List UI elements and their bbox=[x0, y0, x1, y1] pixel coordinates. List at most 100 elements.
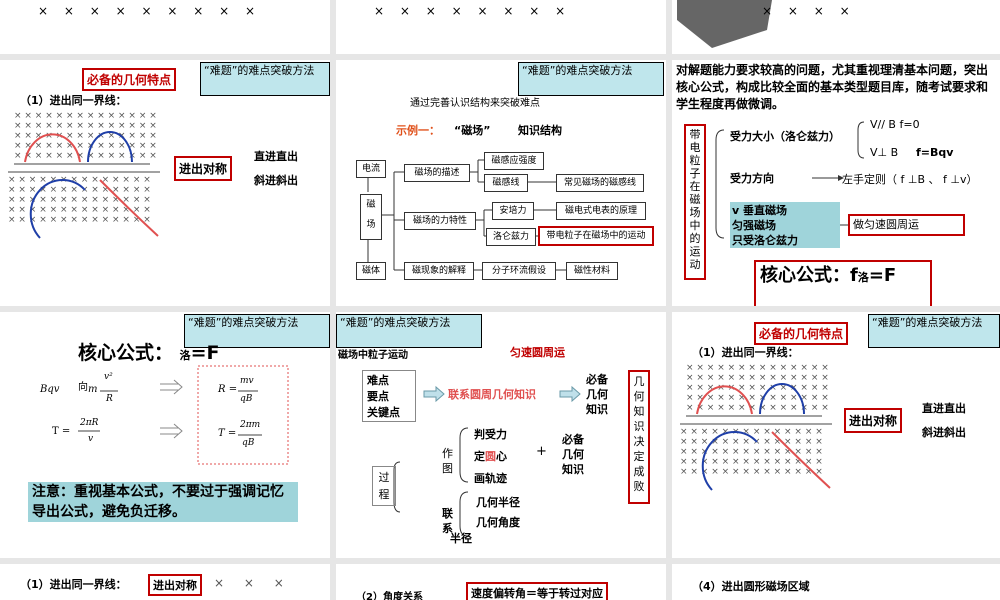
geometry-badge: 必备的几何特点 bbox=[754, 322, 849, 345]
node-ampere: 安培力 bbox=[492, 202, 534, 220]
draw-label: 作 图 bbox=[442, 447, 453, 475]
symmetric-label: 进出对称 bbox=[844, 408, 903, 433]
trajectory-diagram: × × × × × × × × × × × × × × × × × × × × … bbox=[680, 363, 832, 491]
oblique-label: 斜进斜出 bbox=[254, 174, 298, 187]
svg-text:× × × × × × × × × × × × × ×: × × × × × × × × × × × × × × bbox=[14, 151, 157, 161]
method-header: “难题”的难点突破方法 bbox=[518, 62, 664, 96]
svg-text:× × × × × × × × × × × × × ×: × × × × × × × × × × × × × × bbox=[686, 403, 829, 413]
connect-label: 联 系 bbox=[442, 507, 453, 535]
partial-title: 磁场中粒子运动 bbox=[338, 350, 408, 361]
vertical-label: 带电粒子在磁场中的运动 bbox=[684, 124, 706, 280]
symmetric-label: 进出对称 bbox=[148, 574, 202, 596]
svg-text:× × × × × × × × × × × × × ×: × × × × × × × × × × × × × × bbox=[8, 205, 151, 215]
core-formula-title: 核心公式： 洛=F bbox=[78, 342, 220, 364]
eq-m: m bbox=[88, 384, 98, 395]
svg-text:× × × × × × × × × × × × × ×: × × × × × × × × × × × × × × bbox=[14, 141, 157, 151]
perp-formula: f=Bqv bbox=[916, 146, 954, 159]
node-magnet: 磁体 bbox=[356, 262, 386, 280]
svg-text:× × × × × × × × × × × × × ×: × × × × × × × × × × × × × × bbox=[686, 383, 829, 393]
t-lhs: T = bbox=[52, 426, 71, 437]
node-molecular: 分子环流假设 bbox=[482, 262, 556, 280]
t2-num: 2πm bbox=[240, 420, 261, 430]
slide-core-formula[interactable]: “难题”的难点突破方法 核心公式： 洛=F Bqv 向 m v² R T = 2… bbox=[0, 312, 330, 558]
svg-text:× × × × × × × × × × × × × ×: × × × × × × × × × × × × × × bbox=[14, 111, 157, 121]
svg-text:× × × × × × × × × × × × × ×: × × × × × × × × × × × × × × bbox=[14, 121, 157, 131]
slide-charged-particle[interactable]: 对解题能力要求较高的问题，尤其重视理清基本问题，突出核心公式，构成比较全面的基本… bbox=[672, 60, 1000, 306]
node-motion: 带电粒子在磁场中的运动 bbox=[538, 226, 654, 246]
oblique-label: 斜进斜出 bbox=[922, 426, 966, 439]
slide-title: （1）进出同一界线： bbox=[20, 94, 127, 107]
angle-badge: 速度偏转角＝等于转过对应 bbox=[466, 582, 608, 600]
must-geometry: 必备 几何 知识 bbox=[586, 373, 608, 416]
parallel-case: V// B f=0 bbox=[870, 118, 920, 131]
slide-circle-geometry[interactable]: “难题”的难点突破方法 磁场中粒子运动 匀速圆周运 难点 要点 关键点 联系圆周… bbox=[336, 312, 666, 558]
trajectory-diagram: × × × × × × × × × × × × × × × × × × × × … bbox=[8, 111, 160, 239]
slide-thumb-3[interactable]: × × × × bbox=[672, 0, 1000, 54]
svg-text:× × × × × × × × × × × × × ×: × × × × × × × × × × × × × × bbox=[8, 175, 151, 185]
svg-text:× × × × × × × × × × × × × ×: × × × × × × × × × × × × × × bbox=[680, 447, 823, 457]
geometry-badge: 必备的几何特点 bbox=[82, 68, 177, 91]
symmetric-label: 进出对称 bbox=[174, 156, 233, 181]
slide-thumb-9[interactable]: （2）角度关系 速度偏转角＝等于转过对应 bbox=[336, 564, 666, 600]
gray-shape bbox=[677, 0, 772, 48]
eq-v2: v² bbox=[104, 372, 113, 382]
node-force: 磁场的力特性 bbox=[404, 212, 476, 230]
slide-geometry-features-2[interactable]: 必备的几何特点 “难题”的难点突破方法 （1）进出同一界线： × × × × ×… bbox=[672, 312, 1000, 558]
uniform-title: 匀速圆周运 bbox=[510, 346, 565, 359]
bqv-label: Bqv bbox=[40, 384, 60, 395]
r-den: qB bbox=[240, 394, 253, 404]
svg-text:× × × × × × × × × × × × × ×: × × × × × × × × × × × × × × bbox=[686, 363, 829, 373]
eq-to: 向 bbox=[78, 382, 88, 393]
svg-text:× × × × × × × × × × × × × ×: × × × × × × × × × × × × × × bbox=[8, 195, 151, 205]
slide-thumb-2[interactable]: × × × × × × × × bbox=[336, 0, 666, 54]
t-num: 2πR bbox=[80, 418, 99, 428]
topic-label: “磁场” bbox=[454, 124, 491, 137]
slide-title: （1）进出同一界线： bbox=[20, 578, 127, 591]
node-phenomenon: 磁现象的解释 bbox=[404, 262, 474, 280]
cross-marks: × × × bbox=[214, 576, 292, 590]
node-induction: 磁感应强度 bbox=[484, 152, 544, 170]
slide-thumb-1[interactable]: × × × × × × × × × bbox=[0, 0, 330, 54]
force-step: 判受力 bbox=[474, 428, 507, 441]
svg-text:× × × × × × × × × × × × × ×: × × × × × × × × × × × × × × bbox=[680, 437, 823, 447]
node-current: 电流 bbox=[356, 160, 386, 178]
straight-label: 直进直出 bbox=[254, 150, 298, 163]
example-label: 示例一： bbox=[396, 124, 440, 137]
r-num: mv bbox=[240, 376, 254, 386]
method-header: “难题”的难点突破方法 bbox=[184, 314, 330, 348]
left-hand-rule: 左手定则（ f ⊥B 、 f ⊥v） bbox=[842, 173, 978, 186]
half-step: 半径 bbox=[450, 532, 472, 545]
r-lhs: R = bbox=[218, 384, 238, 395]
slide-knowledge-structure[interactable]: “难题”的难点突破方法 通过完善认识结构来突破难点 示例一： “磁场” 知识结构 bbox=[336, 60, 666, 306]
node-material: 磁性材料 bbox=[566, 262, 618, 280]
node-describe: 磁场的描述 bbox=[404, 164, 470, 182]
svg-text:× × × × × × × × × × × × × ×: × × × × × × × × × × × × × × bbox=[14, 131, 157, 141]
plus-sign: + bbox=[536, 444, 547, 459]
slide-title: （4）进出圆形磁场区域 bbox=[692, 580, 810, 593]
cross-marks: × × × × bbox=[762, 4, 856, 18]
svg-text:× × × × × × × × × × × × × ×: × × × × × × × × × × × × × × bbox=[686, 393, 829, 403]
track-step: 画轨迹 bbox=[474, 472, 507, 485]
node-meter: 磁电式电表的原理 bbox=[556, 202, 646, 220]
eq-r: R bbox=[106, 394, 113, 404]
method-header: “难题”的难点突破方法 bbox=[336, 314, 482, 348]
svg-text:× × × × × × × × × × × × × ×: × × × × × × × × × × × × × × bbox=[686, 373, 829, 383]
vertical-success: 几何知识决定成败 bbox=[628, 370, 650, 504]
node-common-lines: 常见磁场的磁感线 bbox=[556, 174, 644, 192]
note-box: 注意：重视基本公式，不要过于强调记忆导出公式，避免负迁移。 bbox=[28, 482, 298, 522]
condition-box: v 垂直磁场 匀强磁场 只受洛仑兹力 bbox=[730, 202, 840, 248]
formula-graphics bbox=[78, 365, 289, 465]
slide-geometry-features[interactable]: 必备的几何特点 “难题”的难点突破方法 （1）进出同一界线： × × × × ×… bbox=[0, 60, 330, 306]
svg-text:× × × × × × × × × × × × × ×: × × × × × × × × × × × × × × bbox=[680, 467, 823, 477]
angle-step: 几何角度 bbox=[476, 516, 520, 529]
svg-text:× × × × × × × × × × × × × ×: × × × × × × × × × × × × × × bbox=[680, 427, 823, 437]
slide-thumb-10[interactable]: （4）进出圆形磁场区域 bbox=[672, 564, 1000, 600]
cross-marks: × × × × × × × × × bbox=[38, 4, 262, 18]
slide-thumb-8[interactable]: （1）进出同一界线： 进出对称 × × × bbox=[0, 564, 330, 600]
svg-text:× × × × × × × × × × × × × ×: × × × × × × × × × × × × × × bbox=[8, 185, 151, 195]
node-lorentz: 洛仑兹力 bbox=[486, 228, 536, 246]
slide-title: （2）角度关系 bbox=[356, 592, 423, 600]
structure-label: 知识结构 bbox=[518, 124, 562, 137]
uniform-circular-box: 做匀速圆周运 bbox=[848, 214, 965, 236]
intro-text: 对解题能力要求较高的问题，尤其重视理清基本问题，突出核心公式，构成比较全面的基本… bbox=[676, 63, 989, 111]
